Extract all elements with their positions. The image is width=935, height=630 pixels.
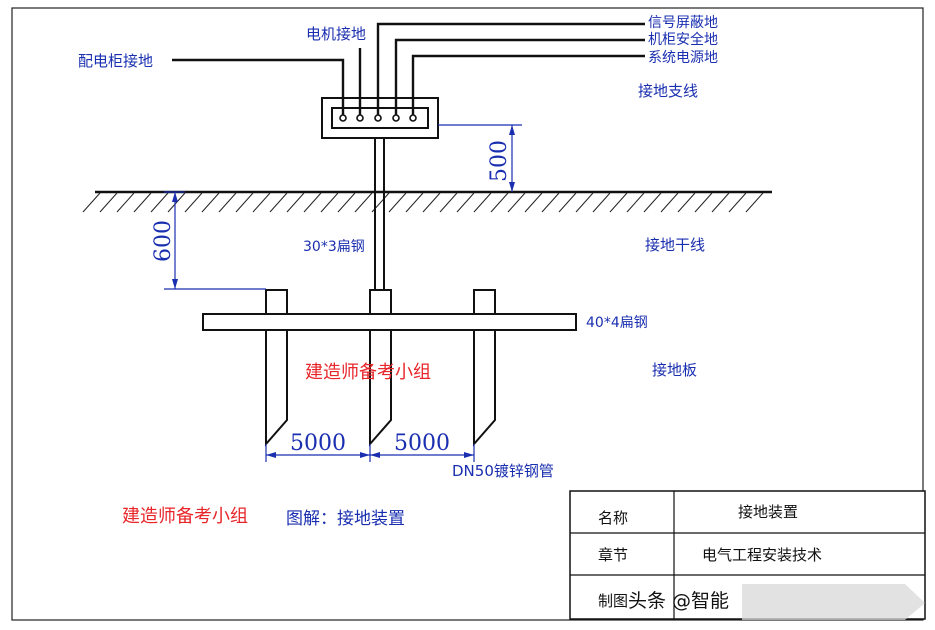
hatch-line <box>388 192 407 213</box>
hatch-line <box>643 192 662 213</box>
hatch-line <box>694 192 713 213</box>
label-flat-steel-40: 40*4扁钢 <box>586 315 648 331</box>
hatch-line <box>677 192 696 213</box>
hatch-line <box>524 192 543 213</box>
hatch-line <box>354 192 373 213</box>
hatch-line <box>609 192 628 213</box>
hatch-line <box>235 192 254 213</box>
hatch-line <box>405 192 424 213</box>
hatch-line <box>422 192 441 213</box>
hatch-line <box>184 192 203 213</box>
label-cabinet-ground: 配电柜接地 <box>78 52 153 70</box>
hatch-line <box>269 192 288 213</box>
watermark-caption: 建造师备考小组 <box>122 506 248 527</box>
dimension-600 <box>164 191 266 290</box>
hatch-line <box>99 192 118 213</box>
drawing-frame <box>11 7 924 621</box>
hatch-line <box>252 192 271 213</box>
title-block-label-drawer: 制图 <box>598 592 628 610</box>
label-system-power-ground: 系统电源地 <box>648 50 718 66</box>
hatch-line <box>456 192 475 213</box>
label-flat-steel-30: 30*3扁钢 <box>303 239 365 255</box>
hatch-line <box>150 192 169 213</box>
hatch-line <box>575 192 594 213</box>
hatch-line <box>303 192 322 213</box>
hatch-line <box>745 192 764 213</box>
hatch-line <box>728 192 747 213</box>
dim-text-5000-right: 5000 <box>394 431 450 456</box>
platform-overlay: 头条 @智能 <box>628 584 925 620</box>
hatch-line <box>167 192 186 213</box>
dim-text-5000-left: 5000 <box>290 431 346 456</box>
hatch-line <box>660 192 679 213</box>
electrode-pipes <box>265 289 496 447</box>
hatch-line <box>201 192 220 213</box>
label-cabinet-safety-ground: 机柜安全地 <box>648 31 718 48</box>
label-ground-branch: 接地支线 <box>638 82 698 100</box>
hatch-line <box>592 192 611 213</box>
incoming-wires <box>172 22 645 115</box>
hatch-line <box>626 192 645 213</box>
hatch-line <box>133 192 152 213</box>
label-galvanized-pipe: DN50镀锌钢管 <box>452 462 554 480</box>
title-block-value-name: 接地装置 <box>738 503 798 521</box>
label-ground-trunk: 接地干线 <box>645 236 705 254</box>
title-block-value-chapter: 电气工程安装技术 <box>702 546 822 564</box>
hatch-line <box>490 192 509 213</box>
hatch-line <box>558 192 577 213</box>
hatch-line <box>218 192 237 213</box>
hatch-line <box>507 192 526 213</box>
figure-caption: 图解：接地装置 <box>286 509 405 529</box>
hatch-line <box>82 192 101 213</box>
title-block-label-name: 名称 <box>598 509 628 527</box>
hatch-line <box>337 192 356 213</box>
hatch-line <box>439 192 458 213</box>
label-signal-shield-ground: 信号屏蔽地 <box>648 15 718 31</box>
hatch-line <box>711 192 730 213</box>
dimension-500 <box>438 124 522 192</box>
overlay-text: 头条 @智能 <box>628 590 729 612</box>
dim-text-600: 600 <box>151 220 176 262</box>
ground-surface <box>82 190 772 213</box>
title-block-label-chapter: 章节 <box>598 546 628 564</box>
vertical-trunk <box>374 138 385 290</box>
hatch-line <box>473 192 492 213</box>
watermark-center: 建造师备考小组 <box>305 362 431 383</box>
hatch-line <box>320 192 339 213</box>
hatch-line <box>541 192 560 213</box>
dim-text-500: 500 <box>487 140 512 182</box>
horizontal-flat-steel <box>202 313 577 331</box>
hatch-line <box>286 192 305 213</box>
dimension-spacing <box>265 444 475 462</box>
label-ground-plate: 接地板 <box>652 361 697 379</box>
terminal-box <box>321 97 439 139</box>
label-motor-ground: 电机接地 <box>306 25 366 43</box>
hatch-line <box>116 192 135 213</box>
